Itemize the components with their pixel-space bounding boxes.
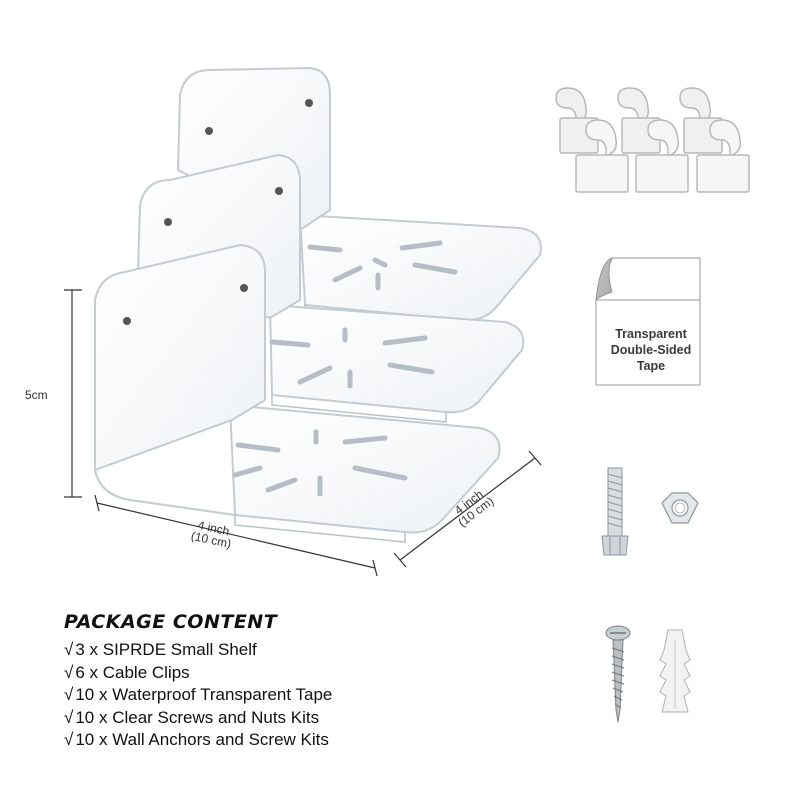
tape-label: Transparent Double-Sided Tape <box>596 326 706 374</box>
hex-nut <box>661 492 699 524</box>
height-dimension-line <box>64 289 82 498</box>
check-icon: √ <box>64 640 74 659</box>
shelf-front <box>94 243 501 543</box>
depth-dimension-line <box>393 450 542 568</box>
cable-clip <box>575 119 629 193</box>
double-sided-tape <box>595 257 701 386</box>
cable-clip <box>696 119 750 193</box>
cable-clips-group <box>555 87 750 193</box>
tape-label-line-3: Tape <box>636 359 666 373</box>
list-item: √6 x Cable Clips <box>64 662 332 685</box>
cable-clip <box>635 119 689 193</box>
wall-anchor <box>659 629 691 713</box>
list-item: √10 x Wall Anchors and Screw Kits <box>64 729 332 752</box>
list-item: √10 x Waterproof Transparent Tape <box>64 684 332 707</box>
check-icon: √ <box>64 730 74 749</box>
check-icon: √ <box>64 662 74 682</box>
shelf-back <box>176 66 542 331</box>
width-dimension-line <box>94 494 378 577</box>
tape-label-line-2: Double-Sided <box>610 343 692 357</box>
check-icon: √ <box>64 707 74 727</box>
list-item: √10 x Clear Screws and Nuts Kits <box>64 707 332 730</box>
wood-screw <box>605 625 631 723</box>
package-content-title: PACKAGE CONTENT <box>64 611 278 633</box>
tape-label-line-1: Transparent <box>615 327 687 341</box>
list-item: √3 x SIPRDE Small Shelf <box>64 639 332 662</box>
height-label: 5cm <box>25 388 48 402</box>
machine-screw <box>601 467 629 556</box>
check-icon: √ <box>64 685 74 704</box>
package-content-list: √3 x SIPRDE Small Shelf √6 x Cable Clips… <box>64 639 332 752</box>
